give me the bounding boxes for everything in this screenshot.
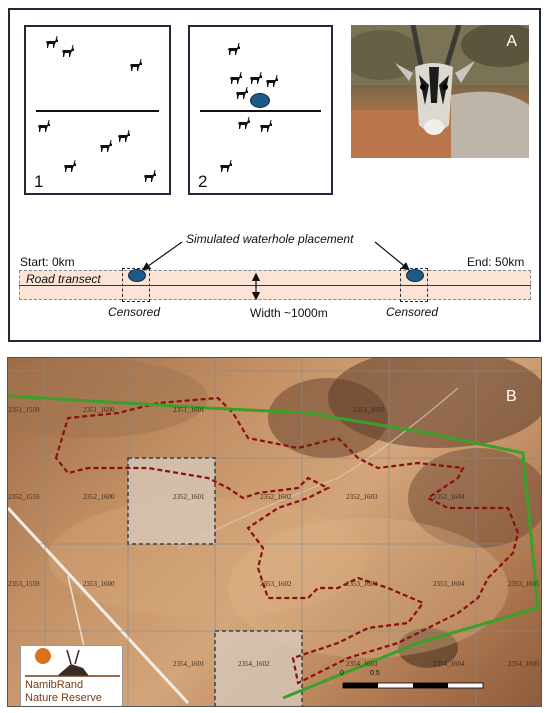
oryx-icon	[236, 116, 252, 130]
scale-tick-05: 0.5	[370, 670, 380, 677]
grid-cell-label: 2352_1600	[83, 493, 115, 501]
waterhole-right	[406, 269, 424, 282]
oryx-icon	[128, 58, 144, 72]
panel-b-letter: B	[506, 388, 517, 405]
oryx-icon	[226, 42, 242, 56]
grid-cell-label: 2354_1603	[346, 660, 378, 668]
grid-cell-label: 2351_1601	[173, 406, 205, 414]
oryx-icon	[60, 44, 76, 58]
grid-cell-label: 2351_1603	[353, 406, 385, 414]
censored-zone-left	[122, 268, 150, 302]
scale-tick-0: 0	[340, 670, 344, 677]
logo-emblem-icon	[25, 648, 120, 677]
oryx-icon	[218, 159, 234, 173]
oryx-icon	[36, 119, 52, 133]
grid-cell-label: 2353_1605	[508, 580, 540, 588]
scenario-1-box: 1	[24, 25, 171, 195]
namibrand-logo: NamibRand Nature Reserve	[20, 645, 123, 706]
oryx-icon	[62, 159, 78, 173]
width-label: Width ~1000m	[250, 306, 328, 320]
grid-cell-label: 2352_1601	[173, 493, 205, 501]
grid-cell-label: 2353_1603	[346, 580, 378, 588]
road-transect-label: Road transect	[26, 272, 101, 286]
logo-line-2: Nature Reserve	[25, 692, 103, 704]
scenario-1-label: 1	[34, 172, 44, 191]
censored-right-label: Censored	[386, 305, 439, 319]
grid-cell-label: 2352_1603	[346, 493, 378, 501]
grid-cell-label: 2354_1601	[173, 660, 205, 668]
grid-cell-label: 2353_1604	[433, 580, 465, 588]
grid-cell-label: 2354_1604	[433, 660, 465, 668]
censored-zone-right	[400, 268, 428, 302]
scenario-2-box: 2	[188, 25, 333, 195]
satellite-map: 2351_1559 2351_1600 2351_1601 2351_1603 2352…	[7, 357, 542, 707]
grid-cell-label: 2351_1559	[8, 406, 40, 414]
waterhole-left	[128, 269, 146, 282]
logo-line-1: NamibRand	[25, 679, 84, 691]
oryx-icon	[264, 74, 280, 88]
grid-cell-label: 2354_1602	[238, 660, 270, 668]
oryx-icon	[98, 139, 114, 153]
scenario-2-label: 2	[198, 172, 208, 191]
road-line-2	[200, 110, 321, 112]
start-label: Start: 0km	[20, 255, 75, 269]
oryx-icon	[228, 71, 244, 85]
road-line-1	[36, 110, 159, 112]
grid-cell-label: 2353_1559	[8, 580, 40, 588]
oryx-icon	[258, 119, 274, 133]
censored-left-label: Censored	[108, 305, 161, 319]
annotation-arrows	[142, 241, 410, 301]
panel-a-letter: A	[506, 33, 517, 50]
grid-cell-label: 2353_1600	[83, 580, 115, 588]
waterhole-marker	[250, 93, 270, 108]
grid-cell-label: 2352_1604	[433, 493, 465, 501]
oryx-icon	[142, 169, 158, 183]
oryx-icon	[234, 86, 250, 100]
grid-cell-label: 2354_1605	[508, 660, 540, 668]
grid-cell-label: 2352_1559	[8, 493, 40, 501]
oryx-photo: A	[351, 25, 529, 158]
road-line-top	[19, 285, 531, 286]
grid-cell-label: 2351_1600	[83, 406, 115, 414]
oryx-icon	[116, 129, 132, 143]
end-label: End: 50km	[467, 255, 525, 269]
grid-cell-label: 2353_1602	[260, 580, 292, 588]
oryx-icon	[44, 35, 60, 49]
annotation-label: Simulated waterhole placement	[186, 232, 354, 246]
grid-cell-label: 2352_1602	[260, 493, 292, 501]
oryx-icon	[248, 71, 264, 85]
